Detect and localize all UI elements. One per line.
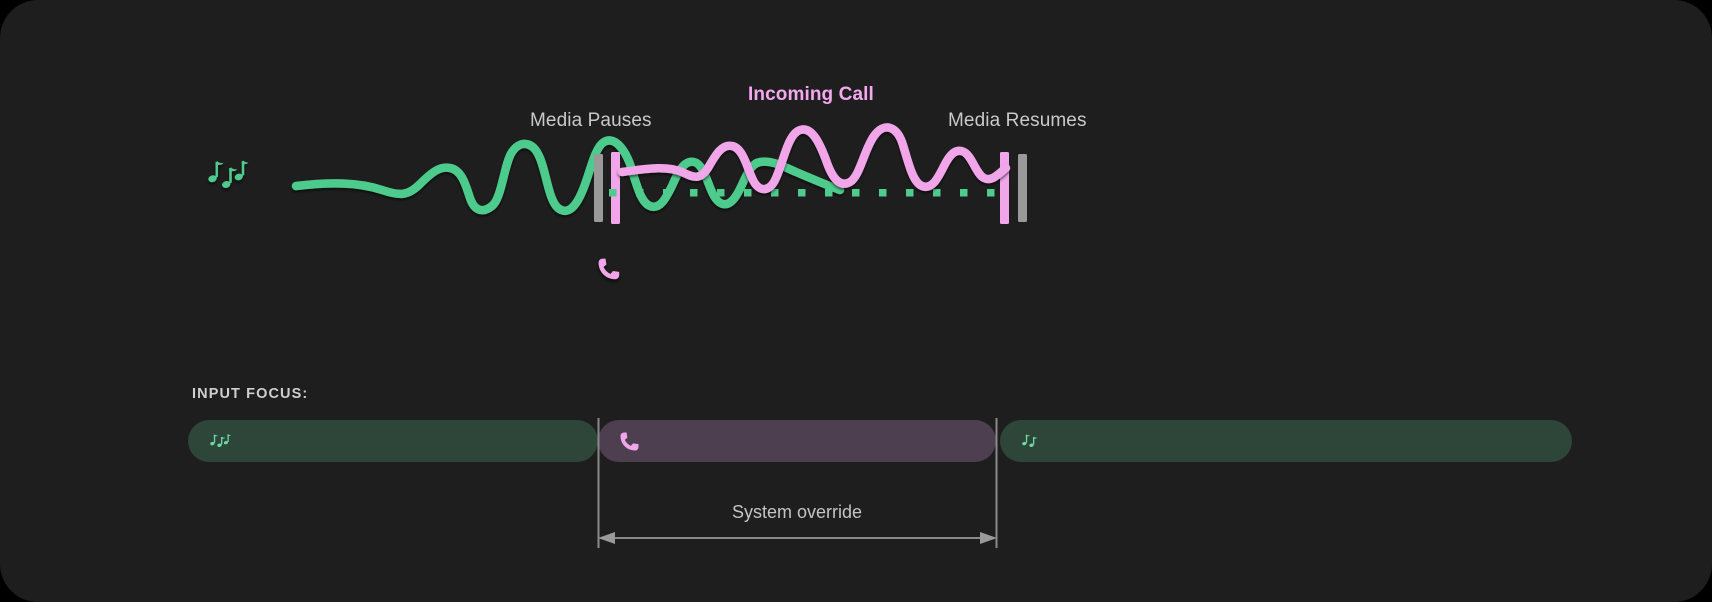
music-notes-icon xyxy=(210,432,232,450)
resume-marker-pink-bar xyxy=(1000,152,1009,224)
phone-icon xyxy=(620,432,639,451)
system-override-label: System override xyxy=(731,502,863,522)
audio-timeline: Media Pauses Incoming Call Media Resumes xyxy=(208,84,1087,280)
music-notes-icon xyxy=(1022,432,1044,450)
focus-track-call[interactable] xyxy=(598,420,996,462)
pause-marker-pink-bar xyxy=(611,152,620,224)
override-arrow-head-left xyxy=(598,532,615,544)
label-media-pauses: Media Pauses xyxy=(530,110,652,131)
timeline-graphics xyxy=(208,123,1027,280)
label-media-resumes: Media Resumes xyxy=(948,110,1087,131)
phone-icon xyxy=(598,258,620,280)
focus-track-media-after[interactable] xyxy=(1000,420,1572,462)
override-arrow-head-right xyxy=(980,532,997,544)
pause-marker-gray-bar xyxy=(594,154,603,222)
music-notes-icon xyxy=(208,160,249,188)
label-incoming-call: Incoming Call xyxy=(748,84,874,105)
focus-track-media-before[interactable] xyxy=(188,420,598,462)
waveform-media-before xyxy=(291,136,845,216)
system-override-bracket xyxy=(597,418,998,548)
resume-marker-gray-bar xyxy=(1018,154,1027,222)
muted-media-dots xyxy=(609,189,995,197)
waveform-incoming-call xyxy=(617,123,1011,194)
input-focus-section: INPUT FOCUS: xyxy=(0,352,1712,602)
input-focus-heading: INPUT FOCUS: xyxy=(192,386,309,402)
